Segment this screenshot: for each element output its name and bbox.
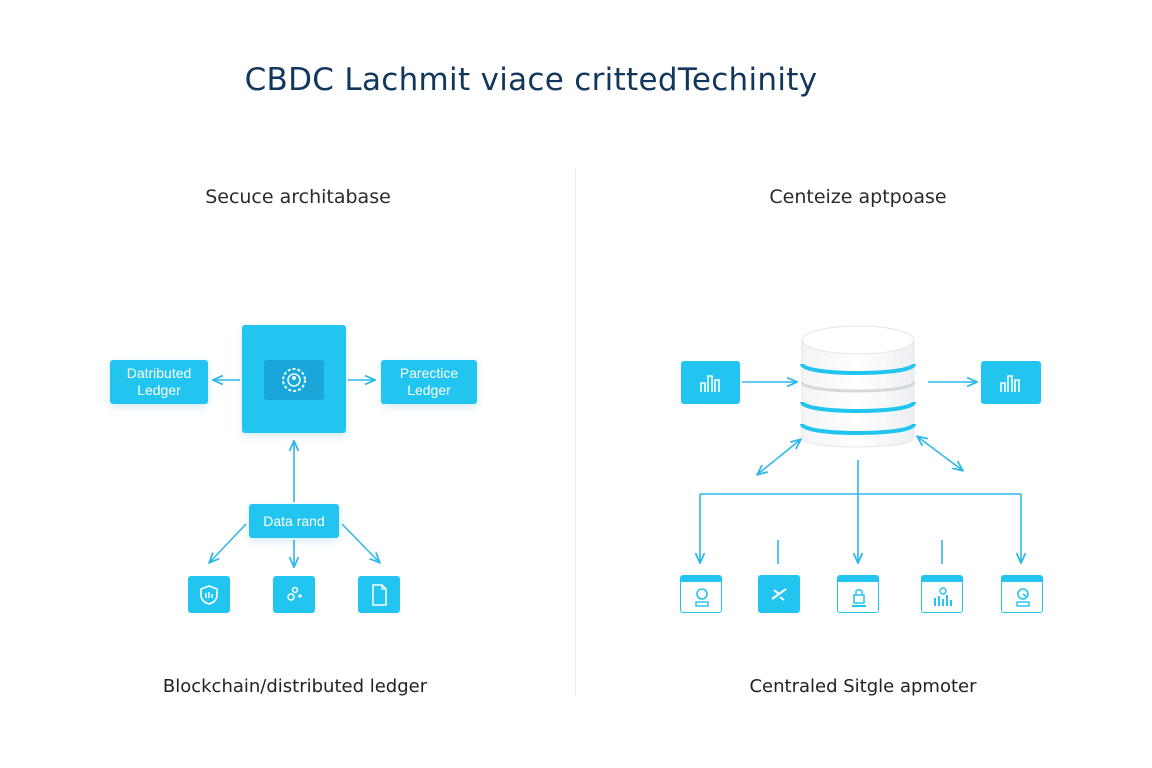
chart-icon <box>699 374 720 392</box>
distributed-ledger-label-1: Datributed <box>126 365 192 381</box>
left-panel-heading: Secuce architabase <box>205 186 391 208</box>
practice-ledger-box[interactable]: Parectice Ledger <box>381 360 477 404</box>
chart-icon-tile-right[interactable] <box>981 361 1041 404</box>
shield-icon <box>200 584 218 605</box>
bar-chart-tile[interactable] <box>921 575 963 613</box>
nodes-icon <box>287 586 302 601</box>
id-card-icon <box>695 588 709 607</box>
right-panel-heading: Centeize aptpoase <box>769 186 947 208</box>
pie-doc-tile[interactable] <box>1001 575 1043 613</box>
data-rand-label: Data rand <box>263 512 325 529</box>
plane-icon <box>771 588 787 601</box>
pie-doc-icon <box>1016 588 1030 607</box>
lock-doc-icon <box>852 589 866 607</box>
gear-node-icon <box>282 368 306 392</box>
shield-icon-tile[interactable] <box>188 576 230 613</box>
data-rand-box[interactable]: Data rand <box>249 504 339 538</box>
central-node-inner <box>264 360 324 400</box>
arrow-to-shield <box>210 523 247 562</box>
bidirectional-left <box>758 440 800 474</box>
chart-icon-tile-left[interactable] <box>681 361 740 404</box>
bidirectional-right <box>918 437 962 470</box>
lock-doc-tile[interactable] <box>837 575 879 613</box>
nodes-icon-tile[interactable] <box>273 576 315 613</box>
chart-icon <box>1000 374 1020 392</box>
practice-ledger-label-2: Ledger <box>407 382 451 398</box>
document-icon <box>372 583 387 606</box>
page-title: CBDC Lachmit viace crittedTechinity <box>244 62 818 98</box>
distributed-ledger-box[interactable]: Datributed Ledger <box>110 360 208 404</box>
practice-ledger-label-1: Parectice <box>399 365 459 381</box>
id-card-tile[interactable] <box>680 575 722 613</box>
database-icon <box>800 325 916 448</box>
central-node-box[interactable] <box>242 325 346 433</box>
bar-chart-icon <box>934 587 952 606</box>
arrow-to-document <box>341 523 379 562</box>
right-panel-caption: Centraled Sitgle apmoter <box>749 676 977 697</box>
distributed-ledger-label-2: Ledger <box>137 382 181 398</box>
panel-divider <box>575 168 576 696</box>
left-panel-caption: Blockchain/distributed ledger <box>162 676 428 697</box>
plane-tile[interactable] <box>758 575 800 613</box>
document-icon-tile[interactable] <box>358 576 400 613</box>
